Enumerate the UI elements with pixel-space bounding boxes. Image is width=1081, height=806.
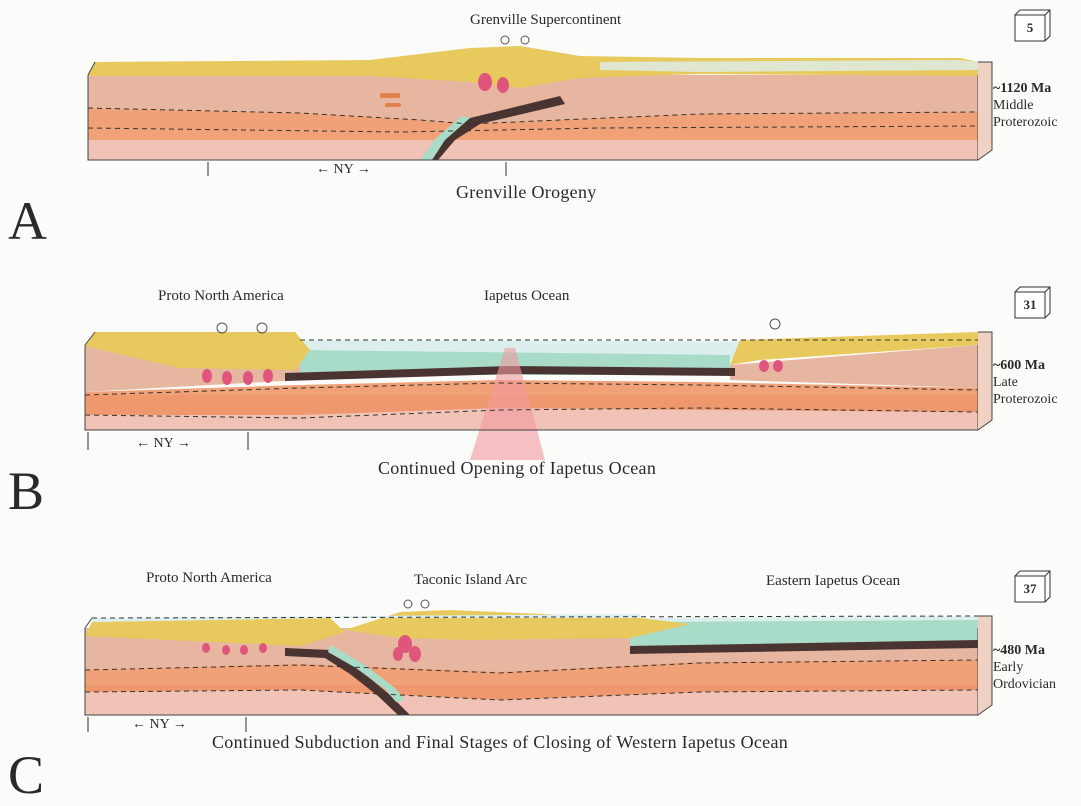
age-label: ~1120 Ma Middle Proterozoic [993, 80, 1058, 131]
ny-extent-label: ← NY → [136, 436, 191, 452]
label-iapetus-ocean: Iapetus Ocean [484, 288, 569, 305]
panel-c: Proto North America Taconic Island Arc E… [0, 520, 1081, 802]
age-label: ~480 Ma Early Ordovician [993, 642, 1056, 693]
panel-letter: C [8, 744, 44, 806]
caption: Continued Opening of Iapetus Ocean [378, 458, 656, 479]
era-line-2: Ordovician [993, 677, 1056, 692]
label-proto-north-america: Proto North America [146, 570, 272, 587]
era-line-1: Late [993, 375, 1018, 390]
era-line-2: Proterozoic [993, 115, 1058, 130]
panel-a: Grenville Supercontinent 5 ~1120 Ma Midd… [0, 0, 1081, 250]
badge-number: 37 [1015, 576, 1045, 602]
cross-section-c [0, 520, 1081, 802]
ny-extent-label: ← NY → [132, 717, 187, 733]
age-value: ~1120 Ma [993, 81, 1051, 96]
era-line-1: Middle [993, 98, 1033, 113]
label-grenville-supercontinent: Grenville Supercontinent [470, 12, 621, 29]
era-line-1: Early [993, 660, 1023, 675]
label-proto-north-america: Proto North America [158, 288, 284, 305]
panel-letter: A [8, 190, 47, 252]
badge-number: 31 [1015, 292, 1045, 318]
ny-extent-label: ← NY → [316, 162, 371, 178]
panel-letter: B [8, 460, 44, 522]
era-line-2: Proterozoic [993, 392, 1058, 407]
age-value: ~480 Ma [993, 643, 1045, 658]
label-eastern-iapetus-ocean: Eastern Iapetus Ocean [766, 573, 900, 590]
age-value: ~600 Ma [993, 358, 1045, 373]
cross-section-a [0, 0, 1081, 250]
caption: Grenville Orogeny [456, 182, 597, 203]
badge-number: 5 [1015, 15, 1045, 41]
age-label: ~600 Ma Late Proterozoic [993, 357, 1058, 408]
label-taconic-island-arc: Taconic Island Arc [414, 572, 527, 589]
panel-b: Proto North America Iapetus Ocean 31 ~60… [0, 250, 1081, 520]
caption: Continued Subduction and Final Stages of… [212, 732, 788, 753]
